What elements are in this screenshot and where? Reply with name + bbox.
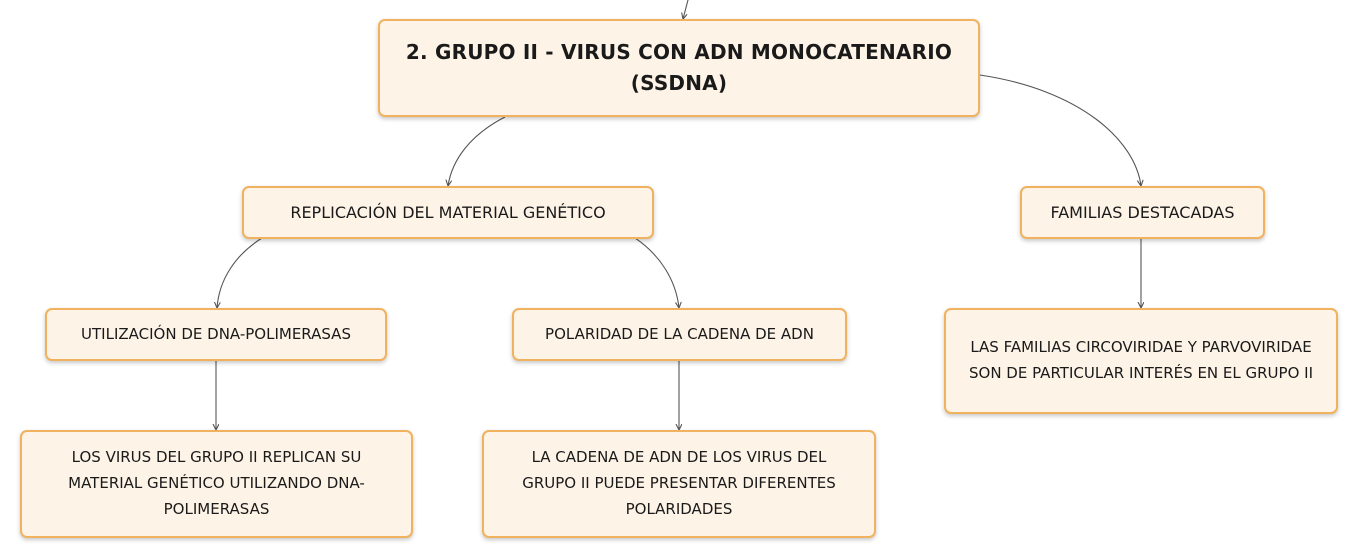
polaridad-node[interactable]: POLARIDAD DE LA CADENA DE ADN <box>512 308 847 361</box>
connector-replicacion-to-polaridad <box>634 237 679 308</box>
replicacion-node[interactable]: REPLICACIÓN DEL MATERIAL GENÉTICO <box>242 186 654 239</box>
polaridad-detail-node[interactable]: LA CADENA DE ADN DE LOS VIRUS DEL GRUPO … <box>482 430 876 538</box>
familias-node[interactable]: FAMILIAS DESTACADAS <box>1020 186 1265 239</box>
familias-detail-text: LAS FAMILIAS CIRCOVIRIDAE Y PARVOVIRIDAE… <box>968 338 1314 382</box>
polimerasas-node[interactable]: UTILIZACIÓN DE DNA-POLIMERASAS <box>45 308 387 361</box>
root-topic-label: 2. GRUPO II - VIRUS CON ADN MONOCATENARI… <box>405 40 953 95</box>
familias-label: FAMILIAS DESTACADAS <box>1050 202 1235 222</box>
replicacion-label: REPLICACIÓN DEL MATERIAL GENÉTICO <box>290 202 606 222</box>
connector-root-to-replicacion <box>448 116 506 186</box>
polaridad-detail-text: LA CADENA DE ADN DE LOS VIRUS DEL GRUPO … <box>522 448 836 518</box>
connector-parent-to-root <box>683 0 689 19</box>
polaridad-label: POLARIDAD DE LA CADENA DE ADN <box>545 324 814 343</box>
connector-replicacion-to-polimerasas <box>217 237 263 308</box>
polimerasas-label: UTILIZACIÓN DE DNA-POLIMERASAS <box>81 324 351 343</box>
connector-root-to-familias <box>979 74 1141 186</box>
polimerasas-detail-node[interactable]: LOS VIRUS DEL GRUPO II REPLICAN SU MATER… <box>20 430 413 538</box>
root-topic-node[interactable]: 2. GRUPO II - VIRUS CON ADN MONOCATENARI… <box>378 19 980 117</box>
familias-detail-node[interactable]: LAS FAMILIAS CIRCOVIRIDAE Y PARVOVIRIDAE… <box>944 308 1338 414</box>
polimerasas-detail-text: LOS VIRUS DEL GRUPO II REPLICAN SU MATER… <box>68 448 365 518</box>
